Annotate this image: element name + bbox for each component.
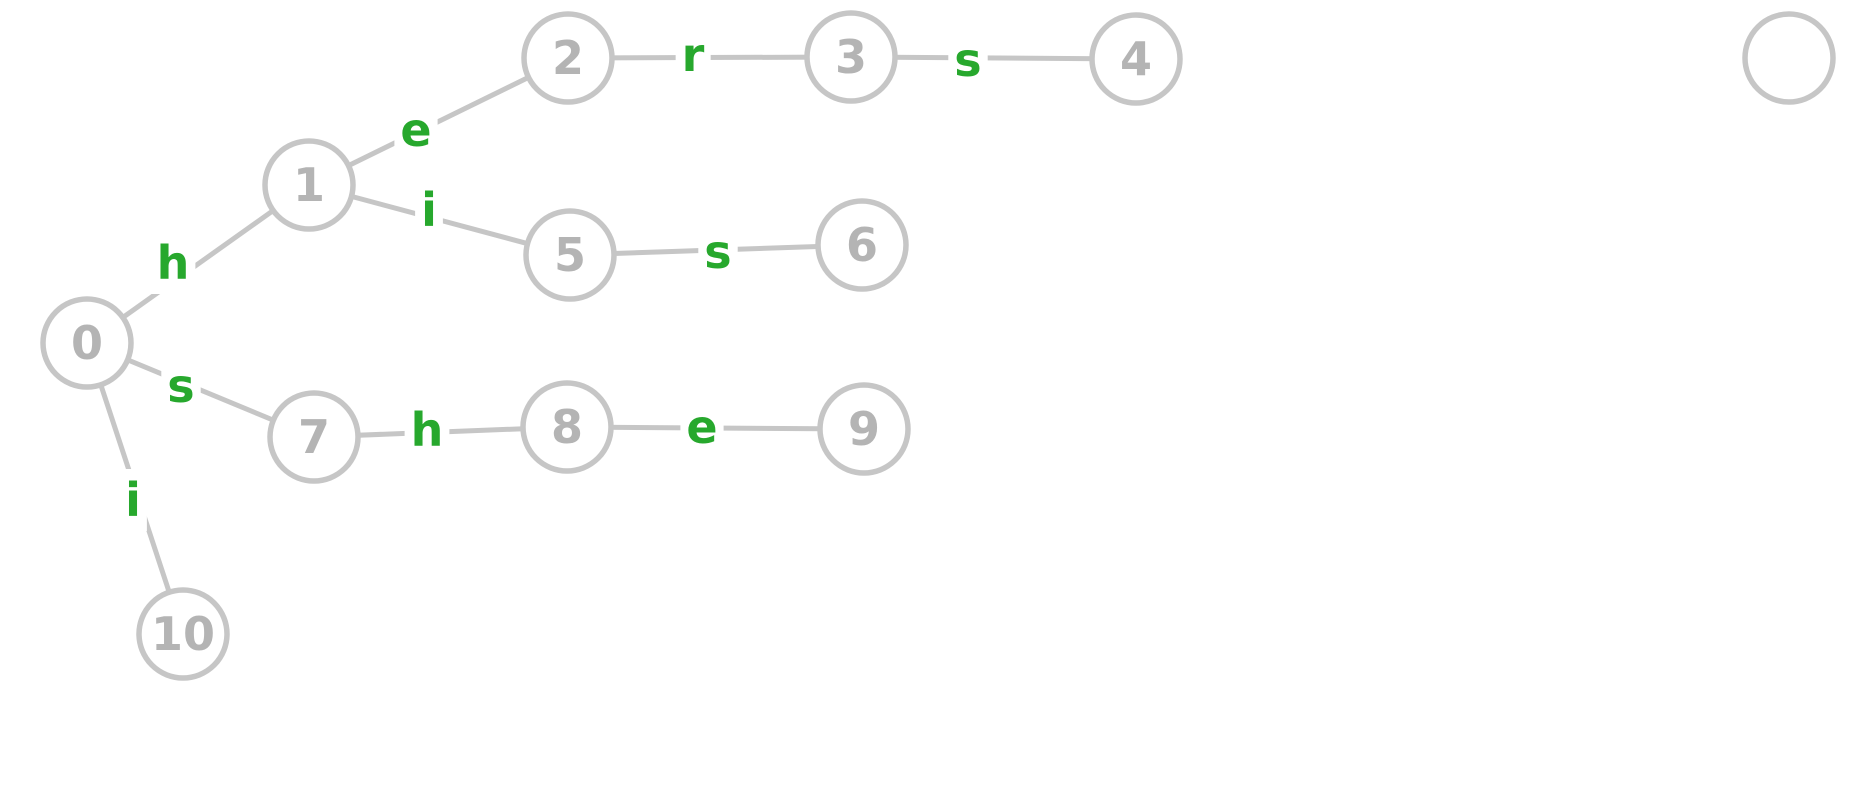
graph-node-label-7: 7 [298,410,330,464]
graph-edge-label-bg-0-1 [150,232,196,294]
graph-node-label-0: 0 [71,316,103,370]
graph-node-label-1: 1 [293,158,325,212]
graph-node-3 [804,10,898,104]
graph-node-2 [521,11,615,105]
graph-edge-label-1-5: i [421,183,437,237]
graph-node-8 [520,380,614,474]
graph-edge-label-8-9: e [686,400,717,454]
graph-edge-1-2 [307,55,570,188]
graph-edge-label-bg-1-5 [415,179,443,241]
graph-node-label-9: 9 [848,402,880,456]
graph-node-label-2: 2 [552,31,584,85]
graph-edge-label-bg-2-3 [675,24,711,86]
graph-edge-label-2-3: r [682,28,705,82]
graph-node-6 [815,198,909,292]
graph-edge-label-0-1: h [157,236,190,290]
graph-edge-label-bg-3-4 [948,29,988,91]
graph-edge-label-0-10: i [125,473,141,527]
graph-node-7 [267,390,361,484]
graph-edge-label-bg-1-2 [394,99,438,161]
graph-edge-3-4 [850,54,1137,62]
graph-node-label-10: 10 [151,607,215,661]
graph-node-0 [40,296,134,390]
graph-node-label-5: 5 [554,228,586,282]
graph-edge-label-7-8: h [411,403,444,457]
graph-node-label-6: 6 [846,218,878,272]
graph-node-4 [1089,12,1183,106]
graph-edge-label-5-6: s [704,225,731,279]
graph-node-5 [523,208,617,302]
graph-edge-label-bg-0-7 [161,355,201,417]
graph-node-9 [817,382,911,476]
graph-edge-label-bg-0-10 [119,469,147,531]
graph-node-label-3: 3 [835,30,867,84]
graph-node-isolated [1742,11,1836,105]
graph-edge-label-0-7: s [167,359,194,413]
graph-node-10 [136,587,230,681]
graph-edge-label-3-4: s [954,33,981,87]
graph-edge-label-bg-7-8 [404,399,450,461]
graph-node-label-4: 4 [1120,32,1152,86]
graph-node-1 [262,138,356,232]
graph-node-label-8: 8 [551,400,583,454]
graph-edge-label-1-2: e [400,103,431,157]
graph-edge-label-bg-8-9 [680,396,724,458]
graph-edge-label-bg-5-6 [698,221,738,283]
